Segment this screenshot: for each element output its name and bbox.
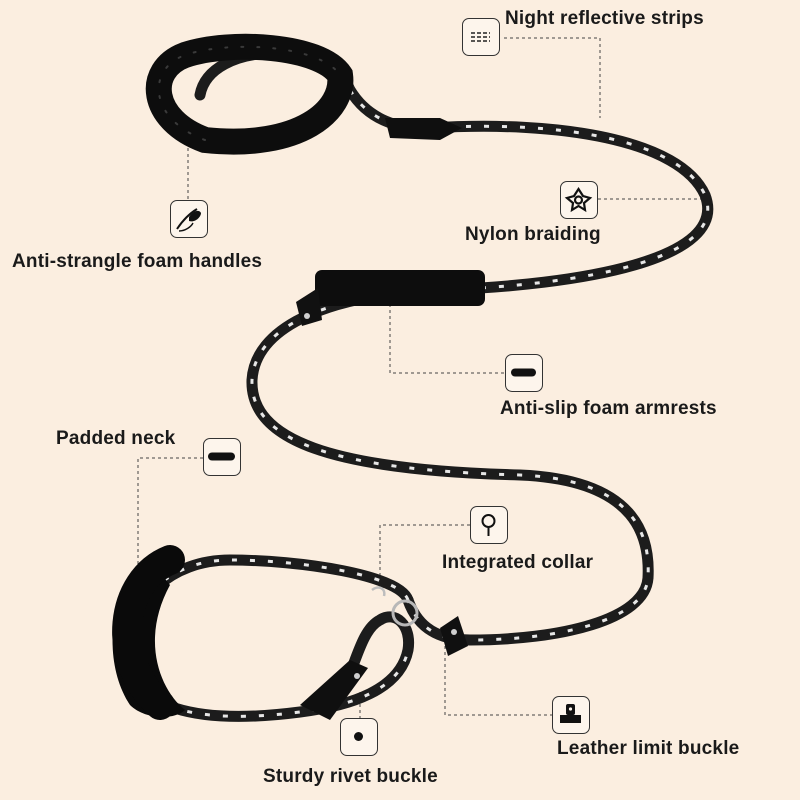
leader-padded-neck (137, 457, 203, 568)
limit-buckle-glyph (560, 704, 581, 723)
armrest-leather-tab (296, 288, 322, 326)
label-integrated-collar: Integrated collar (442, 552, 594, 573)
handle-clip (385, 118, 462, 140)
foam-handle-icon (170, 200, 208, 238)
label-nylon-braiding: Nylon braiding (465, 224, 601, 245)
armrest-rivet (304, 313, 310, 319)
braid-knot-icon (560, 181, 598, 219)
rivet-icon (340, 718, 378, 756)
limit-rivet (451, 629, 457, 635)
label-padded-neck: Padded neck (56, 428, 176, 449)
label-anti-slip-foam-armrests: Anti-slip foam armrests (500, 398, 717, 419)
leader-anti-slip (389, 298, 505, 374)
collar-ring (391, 599, 419, 627)
foam-handle-glyph (176, 208, 201, 232)
collar-ring-clip (371, 586, 386, 597)
foam-bar-icon (505, 354, 543, 392)
collar-ring-glyph (481, 514, 496, 536)
padded-bar-icon (203, 438, 241, 476)
padded-bar-glyph (208, 452, 235, 461)
reflective-strips-glyph (471, 32, 490, 42)
reflective-strips-icon (462, 18, 500, 56)
buckle-rivet (354, 673, 360, 679)
leader-lines (137, 37, 708, 718)
rivet-glyph (354, 732, 363, 741)
leather-limit-tab (440, 616, 468, 656)
foam-armrest (315, 270, 485, 306)
foam-bar-glyph (511, 368, 536, 377)
leader-integrated-collar (379, 524, 470, 590)
padded-neck-body (112, 545, 185, 720)
label-anti-strangle-foam-handles: Anti-strangle foam handles (12, 251, 263, 272)
leader-night-reflective (504, 37, 601, 118)
leader-leather-limit (444, 640, 552, 716)
label-night-reflective-strips: Night reflective strips (505, 8, 704, 29)
limit-buckle-icon (552, 696, 590, 734)
collar-ring-icon (470, 506, 508, 544)
rivet-buckle (300, 660, 368, 720)
braid-knot-glyph (564, 186, 593, 213)
rope-main-run (246, 120, 713, 646)
foam-handle (145, 33, 354, 155)
rope-collar-loop (122, 554, 415, 722)
label-leather-limit-buckle: Leather limit buckle (557, 738, 740, 759)
label-sturdy-rivet-buckle: Sturdy rivet buckle (263, 766, 438, 787)
